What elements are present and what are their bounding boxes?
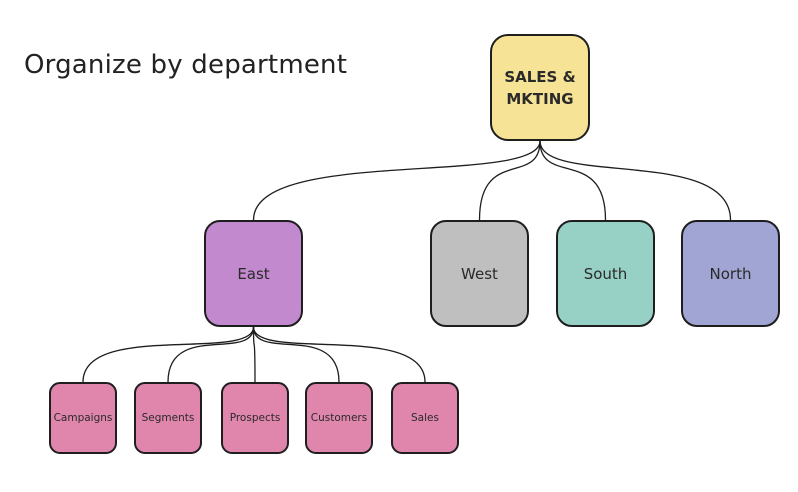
- connector-root-north: [539, 140, 732, 221]
- connector-east-customers: [252, 326, 340, 383]
- node-sales[interactable]: Sales: [391, 382, 459, 454]
- connector-east-sales: [252, 326, 426, 383]
- node-south[interactable]: South: [556, 220, 655, 327]
- connector-east-segments: [167, 326, 255, 383]
- connector-root-east: [252, 140, 541, 221]
- node-west[interactable]: West: [430, 220, 529, 327]
- node-sales-mkting[interactable]: SALES & MKTING: [490, 34, 590, 141]
- node-segments[interactable]: Segments: [134, 382, 202, 454]
- connector-east-campaigns: [82, 326, 255, 383]
- node-campaigns[interactable]: Campaigns: [49, 382, 117, 454]
- node-customers[interactable]: Customers: [305, 382, 373, 454]
- connector-root-south: [539, 140, 607, 221]
- node-prospects[interactable]: Prospects: [221, 382, 289, 454]
- node-east[interactable]: East: [204, 220, 303, 327]
- diagram-title: Organize by department: [24, 50, 348, 80]
- connector-root-west: [478, 140, 541, 221]
- node-north[interactable]: North: [681, 220, 780, 327]
- connector-east-prospects: [252, 326, 256, 383]
